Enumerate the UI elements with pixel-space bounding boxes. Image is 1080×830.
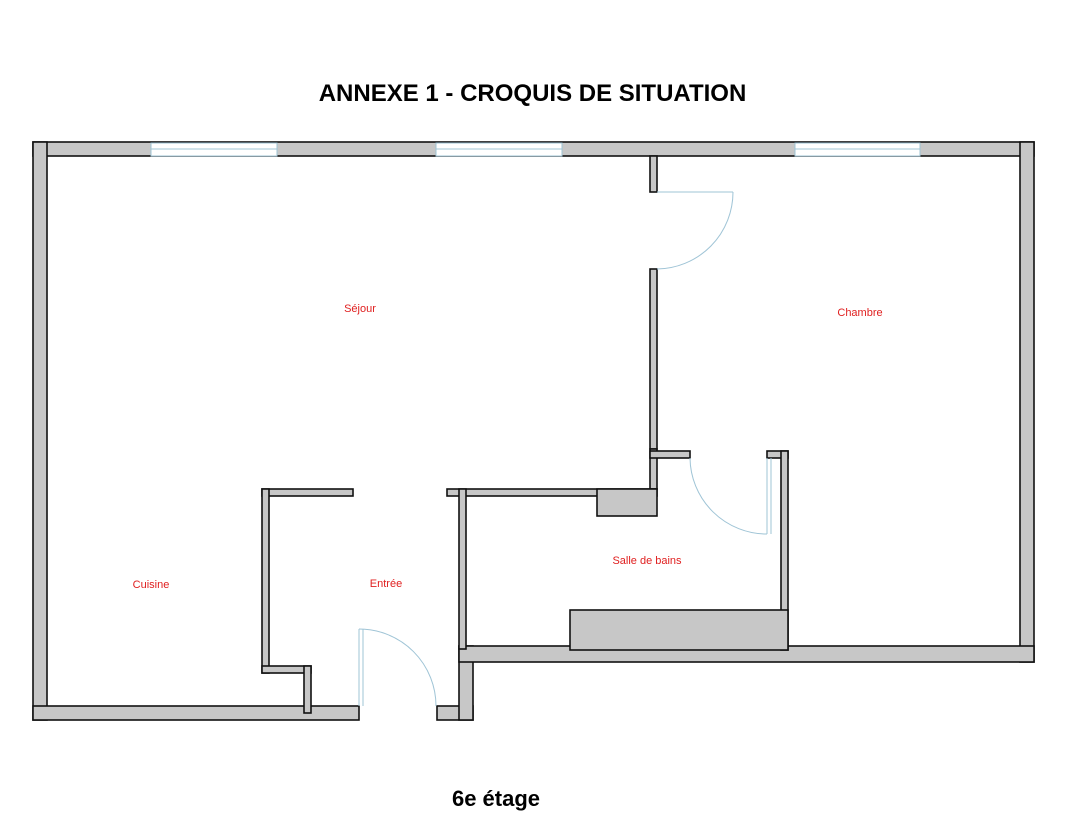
wall-right-exterior (1019, 141, 1035, 663)
room-label-cuisine: Cuisine (133, 579, 170, 591)
wall-bath-niche (596, 488, 658, 517)
room-label-entree: Entrée (370, 578, 402, 590)
wall-left-exterior (32, 141, 48, 721)
wall-bottom-exterior-left (32, 705, 360, 721)
room-label-sejour: Séjour (344, 303, 376, 315)
wall-entry-shelf-post (303, 665, 312, 714)
wall-partition-sejour-chambre-lower (649, 268, 658, 450)
window-1 (150, 142, 278, 157)
window-2 (435, 142, 563, 157)
wall-partition-sejour-chambre-upper (649, 155, 658, 193)
door-bath (689, 457, 772, 535)
room-label-salle-de-bains: Salle de bains (612, 555, 682, 567)
door-sejour-chambre (656, 191, 734, 270)
wall-entry-top-left (261, 488, 354, 497)
door-entrance (358, 628, 437, 707)
room-label-chambre: Chambre (837, 307, 882, 319)
wall-bath-bottom-block (569, 609, 789, 651)
page-title: ANNEXE 1 - CROQUIS DE SITUATION (318, 80, 747, 107)
window-3 (794, 142, 921, 157)
wall-bath-left (458, 488, 467, 650)
wall-bath-top-right-a (649, 450, 691, 459)
wall-entry-left (261, 488, 270, 674)
floor-label: 6e étage (451, 786, 541, 811)
